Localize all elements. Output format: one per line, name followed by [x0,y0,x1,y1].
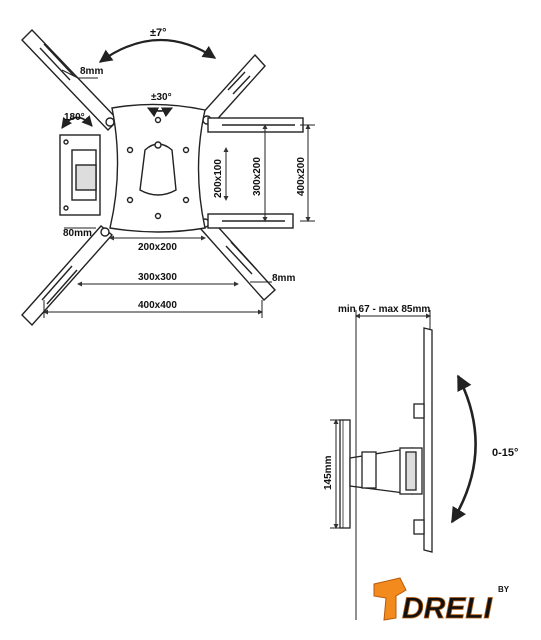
brand-name: DRELI [402,592,493,625]
front-dimensions [43,38,315,318]
vesa-300x200-label: 300x200 [252,157,263,196]
rail-top [207,117,304,133]
vesa-400x200-label: 400x200 [296,157,307,196]
wall-plate-depth-label: 80mm [63,228,92,239]
swivel-label: 180° [64,112,85,123]
rotation-label: ±30° [151,92,172,103]
brand-tagline: BY [498,585,510,594]
arm-top-left [21,28,119,132]
vesa-200x100-label: 200x100 [213,159,224,198]
slot-width-bottom-label: 8mm [272,273,295,284]
brand-logo: DRELI BY [373,577,510,625]
tilt-range-label: ±7° [150,27,167,39]
arm-bottom-left [21,225,114,327]
center-plate-cutout [139,143,177,196]
tilt-range-side-label: 0-15° [492,447,518,459]
side-view [339,327,433,553]
slot-width-top-label: 8mm [80,66,103,77]
side-dimensions [330,310,477,620]
arm-top-right [198,53,266,126]
vesa-300x300-label: 300x300 [138,272,177,283]
arm-bottom-right [199,216,276,301]
side-wall-plate [339,419,351,529]
vesa-200x200-label: 200x200 [138,242,177,253]
vesa-400x400-label: 400x400 [138,300,177,311]
drill-icon [373,577,407,621]
side-tv-plate [423,327,433,553]
depth-range-label: min 67 - max 85mm [338,304,430,315]
rail-bottom [207,213,294,229]
plate-height-label: 145mm [323,455,334,490]
